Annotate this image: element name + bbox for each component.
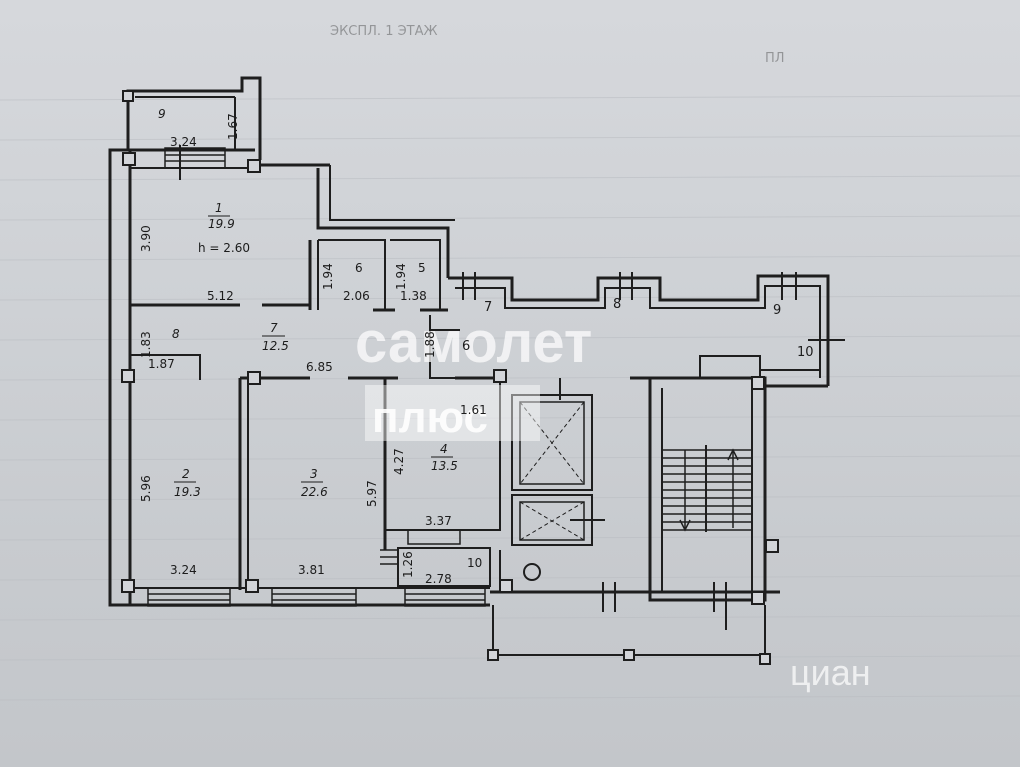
vent-circle — [523, 563, 541, 581]
dim-5-97: 5.97 — [365, 480, 379, 507]
room-5-number: 5 — [418, 261, 426, 275]
stairs — [662, 445, 752, 532]
dim-3-24-top: 3.24 — [170, 135, 197, 149]
room-6-number: 6 — [355, 261, 363, 275]
dim-6-85: 6.85 — [306, 360, 333, 374]
dim-2-06: 2.06 — [343, 289, 370, 303]
columns — [121, 90, 779, 665]
dimension-labels: 3.24 1.67 3.90 5.12 1.94 2.06 1.94 1.38 … — [139, 113, 487, 586]
dim-3-37: 3.37 — [425, 514, 452, 528]
header-fragment: ЭКСПЛ. 1 ЭТАЖ ПЛ — [330, 24, 785, 66]
dim-2-78: 2.78 — [425, 572, 452, 586]
dim-1-61: 1.61 — [460, 403, 487, 417]
dim-1-67: 1.67 — [226, 113, 240, 140]
dim-1-87: 1.87 — [148, 357, 175, 371]
room-1-number: 1 — [215, 201, 223, 215]
room-8-number: 8 — [172, 327, 180, 341]
dim-1-94-b: 1.94 — [394, 263, 408, 290]
room-labels: 9 1 19.9 h = 2.60 6 5 8 7 12.5 2 19.3 3 … — [158, 107, 814, 570]
watermark-brand: самолет — [355, 310, 592, 375]
corridor-7-number: 7 — [484, 300, 492, 315]
watermark-corner: циан — [790, 652, 871, 693]
room-9-number: 9 — [158, 107, 166, 121]
header-sub: ПЛ — [765, 51, 785, 66]
watermark: самолет плюс циан — [355, 310, 871, 693]
shaft-marks — [519, 401, 585, 541]
watermark-sub: плюс — [372, 393, 488, 442]
dim-3-24-bottom: 3.24 — [170, 563, 197, 577]
windows — [147, 147, 486, 607]
room-3-area: 22.6 — [301, 485, 328, 499]
room-2-area: 19.3 — [174, 485, 201, 499]
room-10-outline — [397, 547, 491, 587]
window-ticks — [179, 145, 845, 630]
dim-4-27: 4.27 — [392, 448, 406, 475]
room-7-number: 7 — [270, 321, 278, 335]
dim-1-38: 1.38 — [400, 289, 427, 303]
room-3-number: 3 — [310, 467, 318, 481]
dim-5-12: 5.12 — [207, 289, 234, 303]
corridor-10-number: 10 — [797, 345, 814, 360]
room-2-number: 2 — [182, 467, 190, 481]
dim-1-26: 1.26 — [401, 551, 415, 578]
corridor-6-number: 6 — [462, 339, 470, 354]
room-1-area: 19.9 — [208, 217, 235, 231]
header-text: ЭКСПЛ. 1 ЭТАЖ — [330, 24, 438, 39]
corridor-8-number: 8 — [613, 297, 621, 312]
paper-ruling — [0, 95, 1020, 701]
corridor-9-number: 9 — [773, 303, 781, 318]
dim-1-94-a: 1.94 — [321, 263, 335, 290]
room-10-number: 10 — [467, 556, 482, 570]
porch — [492, 605, 766, 656]
stairwell — [648, 376, 767, 602]
dim-5-96: 5.96 — [139, 475, 153, 502]
dim-1-88: 1.88 — [423, 331, 437, 358]
shaft-upper — [511, 394, 593, 491]
room-4-number: 4 — [440, 442, 448, 456]
room-7-area: 12.5 — [262, 339, 289, 353]
room-4-area: 13.5 — [431, 459, 458, 473]
room-1-height: h = 2.60 — [198, 241, 250, 255]
dim-3-81: 3.81 — [298, 563, 325, 577]
dim-1-83: 1.83 — [139, 331, 153, 358]
dim-3-90: 3.90 — [139, 225, 153, 252]
